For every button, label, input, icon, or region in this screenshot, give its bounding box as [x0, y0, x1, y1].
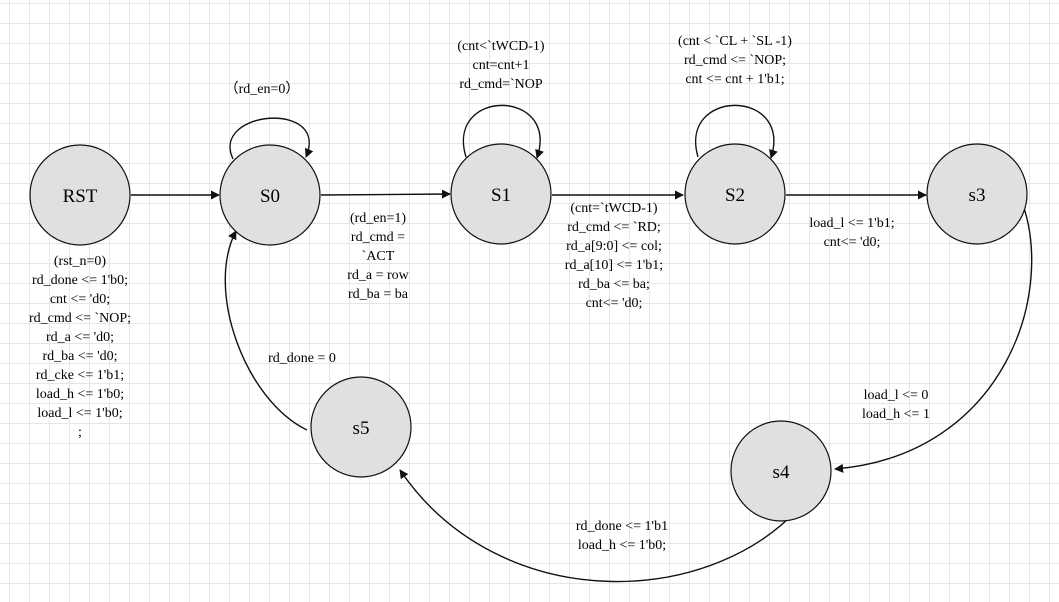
annotation-s1-to-s2-line: (cnt=`tWCD-1) — [570, 201, 658, 216]
annotation-rst-init-line: rd_cke <= 1'b1; — [36, 368, 124, 383]
annotation-s1-self-loop-line: (cnt<`tWCD-1) — [457, 39, 545, 54]
annotation-s1-self-loop-line: rd_cmd=`NOP — [459, 77, 543, 92]
annotation-s1-to-s2-line: cnt<= 'd0; — [586, 296, 643, 311]
transitions — [131, 104, 1033, 583]
annotation-s2-self-loop-line: cnt <= cnt + 1'b1; — [685, 72, 784, 87]
state-s4-label: s4 — [773, 462, 790, 483]
state-s0[interactable]: S0 — [219, 144, 321, 246]
state-s2[interactable]: S2 — [684, 143, 786, 245]
annotation-s1-to-s2-line: rd_cmd <= `RD; — [567, 220, 661, 235]
annotation-rst-init-line: rd_cmd <= `NOP; — [29, 311, 131, 326]
annotation-rst-init-line: load_l <= 1'b0; — [37, 406, 122, 421]
annotation-s0-to-s1-line: `ACT — [362, 249, 395, 264]
annotation-s0-to-s1-line: rd_ba = ba — [348, 287, 409, 302]
annotation-rst-init-line: rd_done <= 1'b0; — [32, 273, 128, 288]
annotation-s2-self-loop-line: rd_cmd <= `NOP; — [684, 53, 786, 68]
state-s1-label: S1 — [491, 185, 511, 206]
annotation-rst-init-line: load_h <= 1'b0; — [36, 387, 124, 402]
state-s3[interactable]: s3 — [926, 143, 1028, 245]
state-s2-label: S2 — [725, 185, 745, 206]
annotation-rst-init-line: rd_a <= 'd0; — [46, 330, 114, 345]
annotation-rst-init-line: cnt <= 'd0; — [50, 292, 110, 307]
annotation-s2-to-s3-line: load_l <= 1'b1; — [809, 216, 894, 231]
state-s0-label: S0 — [260, 186, 280, 207]
annotation-rst-init-line: (rst_n=0) — [54, 254, 107, 269]
annotation-s0-to-s1-line: (rd_en=1) — [350, 211, 406, 226]
annotation-rst-init: (rst_n=0) rd_done <= 1'b0; cnt <= 'd0; rd_c… — [29, 254, 131, 440]
edge-s0-self-loop — [229, 117, 314, 160]
annotation-s1-to-s2: (cnt=`tWCD-1) rd_cmd <= `RD; rd_a[9:0] <= … — [565, 201, 663, 311]
edge-s2-self-loop — [695, 104, 778, 159]
annotation-s2-self-loop-line: (cnt < `CL + `SL -1) — [678, 34, 792, 49]
annotation-s0-to-s1-line: rd_cmd = — [351, 230, 405, 245]
annotation-s3-to-s4-line: load_l <= 0 — [864, 388, 929, 403]
annotation-s1-to-s2-line: rd_a[10] <= 1'b1; — [565, 258, 663, 273]
annotation-s1-self-loop-line: cnt=cnt+1 — [473, 58, 530, 73]
annotation-s1-to-s2-line: rd_a[9:0] <= col; — [566, 239, 662, 254]
annotation-s2-to-s3-line: cnt<= 'd0; — [824, 235, 881, 250]
annotation-s1-self-loop: (cnt<`tWCD-1) cnt=cnt+1 rd_cmd=`NOP — [457, 39, 545, 92]
annotation-s4-to-s5-line: rd_done <= 1'b1 — [576, 519, 668, 534]
annotation-s1-to-s2-line: rd_ba <= ba; — [578, 277, 650, 292]
annotation-s4-to-s5: rd_done <= 1'b1 load_h <= 1'b0; — [576, 519, 668, 553]
state-s5-label: s5 — [353, 418, 370, 439]
edge-s5-to-s0 — [224, 230, 308, 431]
annotation-s0-self-loop: （rd_en=0） — [225, 81, 300, 97]
edge-s0-to-s1 — [320, 189, 451, 199]
annotation-s3-to-s4: load_l <= 0 load_h <= 1 — [862, 388, 930, 422]
edge-s1-self-loop — [462, 104, 544, 159]
annotation-s2-to-s3: load_l <= 1'b1; cnt<= 'd0; — [809, 216, 894, 250]
annotation-s0-self-loop-line: （rd_en=0） — [225, 81, 300, 97]
state-rst-label: RST — [63, 186, 98, 207]
annotation-s3-to-s4-line: load_h <= 1 — [862, 407, 930, 422]
state-s1[interactable]: S1 — [450, 143, 552, 245]
annotations: (rst_n=0) rd_done <= 1'b0; cnt <= 'd0; rd_c… — [29, 34, 930, 553]
state-s5[interactable]: s5 — [310, 376, 412, 478]
annotation-s2-self-loop: (cnt < `CL + `SL -1) rd_cmd <= `NOP; cnt <… — [678, 34, 792, 87]
annotation-s0-to-s1: (rd_en=1) rd_cmd = `ACT rd_a = row rd_ba = b… — [347, 211, 409, 302]
annotation-s0-to-s1-line: rd_a = row — [347, 268, 409, 283]
state-s4[interactable]: s4 — [730, 420, 832, 522]
edge-s3-to-s4 — [834, 196, 1033, 473]
annotation-s4-to-s5-line: load_h <= 1'b0; — [578, 538, 666, 553]
edge-s4-to-s5 — [399, 469, 809, 583]
annotation-rst-init-line: rd_ba <= 'd0; — [42, 349, 117, 364]
state-s3-label: s3 — [969, 185, 986, 206]
states: RST S0 S1 S2 s3 s4 s5 — [29, 143, 1028, 522]
annotation-s5-to-s0: rd_done = 0 — [268, 351, 336, 366]
state-rst[interactable]: RST — [29, 144, 131, 246]
annotation-s5-to-s0-line: rd_done = 0 — [268, 351, 336, 366]
annotation-rst-init-line: ; — [78, 425, 82, 440]
